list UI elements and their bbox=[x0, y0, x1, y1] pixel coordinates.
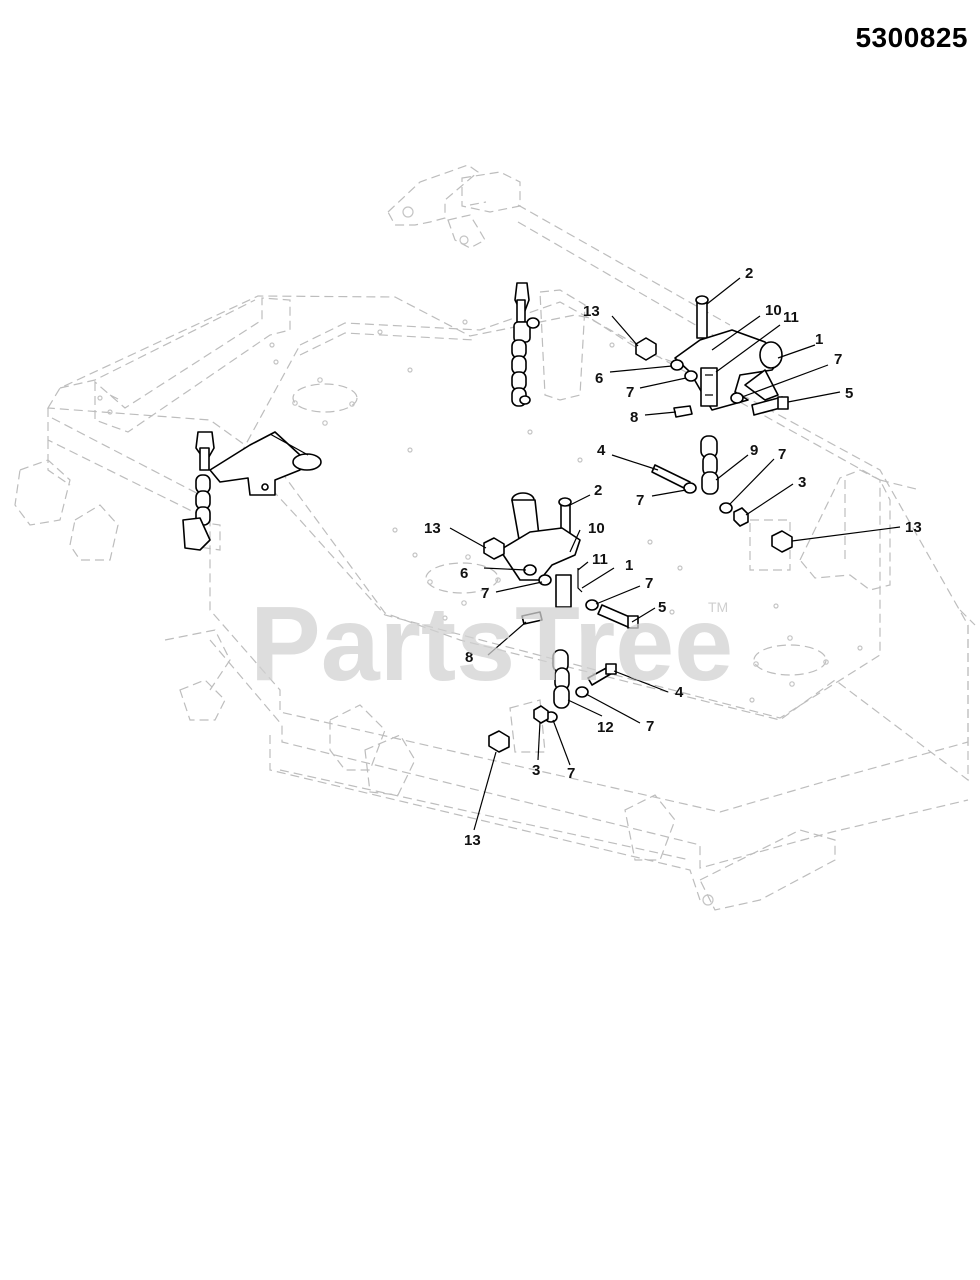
callout-top-8: 8 bbox=[630, 409, 638, 426]
callout-low-10: 10 bbox=[588, 520, 605, 537]
watermark-trademark: TM bbox=[708, 599, 728, 615]
callout-bot-7b: 7 bbox=[567, 765, 575, 782]
rear-left-hanger-assembly bbox=[511, 282, 540, 407]
callout-top-7b: 7 bbox=[834, 351, 842, 368]
callout-bot-4: 4 bbox=[675, 684, 684, 701]
callout-top-1: 1 bbox=[815, 331, 823, 348]
leader-lines bbox=[449, 277, 901, 831]
callout-mid-4: 4 bbox=[597, 442, 606, 459]
callout-top-11: 11 bbox=[783, 309, 799, 326]
callout-bot-12: 12 bbox=[597, 719, 614, 736]
callout-low-8: 8 bbox=[465, 649, 473, 666]
top-exploded-assembly bbox=[635, 295, 793, 553]
callout-low-2: 2 bbox=[594, 482, 602, 499]
callout-mid-3: 3 bbox=[798, 474, 806, 491]
watermark-text: PartsTree bbox=[250, 585, 733, 703]
callout-bot-3: 3 bbox=[532, 762, 540, 779]
callout-low-13: 13 bbox=[424, 520, 441, 537]
callout-low-1: 1 bbox=[625, 557, 633, 574]
callout-mid-7b: 7 bbox=[778, 446, 786, 463]
callout-low-7b: 7 bbox=[645, 575, 653, 592]
callout-top-2: 2 bbox=[745, 265, 753, 282]
callout-low-7a: 7 bbox=[481, 585, 489, 602]
diagram-reference-number: 5300825 bbox=[855, 22, 968, 53]
callout-mid-7a: 7 bbox=[636, 492, 644, 509]
callout-bot-13: 13 bbox=[464, 832, 481, 849]
callout-low-6: 6 bbox=[460, 565, 468, 582]
callout-low-11: 11 bbox=[592, 551, 608, 568]
callout-top-13: 13 bbox=[583, 303, 600, 320]
callout-bot-7a: 7 bbox=[646, 718, 654, 735]
callout-low-5: 5 bbox=[658, 599, 666, 616]
callout-top-7a: 7 bbox=[626, 384, 634, 401]
callout-top-10: 10 bbox=[765, 302, 782, 319]
callout-top-5: 5 bbox=[845, 385, 853, 402]
lift-shaft-ghost bbox=[387, 164, 731, 339]
front-left-hanger-assembly bbox=[182, 431, 322, 551]
mower-deck-ghost bbox=[14, 289, 976, 911]
lower-exploded-assembly bbox=[483, 492, 639, 753]
callout-mid-13r: 13 bbox=[905, 519, 922, 536]
callout-mid-9: 9 bbox=[750, 442, 758, 459]
callout-labels: 2 10 11 1 13 6 7 7 5 8 4 9 7 7 3 13 2 10… bbox=[424, 265, 922, 849]
partstree-watermark: PartsTree TM bbox=[250, 585, 733, 703]
callout-top-6: 6 bbox=[595, 370, 603, 387]
